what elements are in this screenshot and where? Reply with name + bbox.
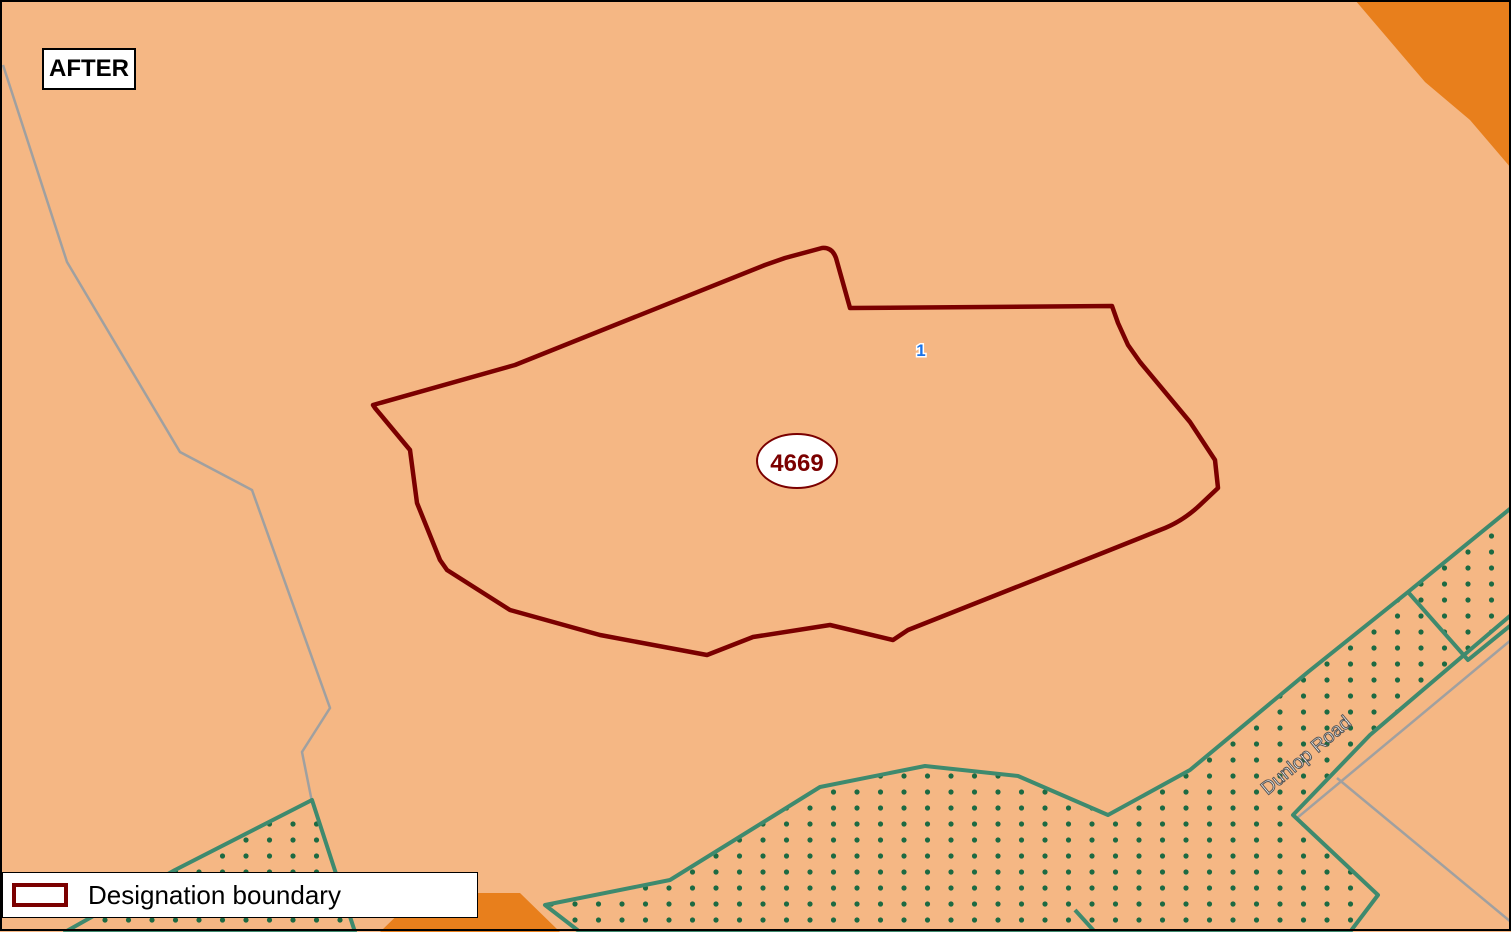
designation-boundary[interactable] (370, 245, 1221, 658)
point-marker-label[interactable]: 1 (915, 340, 927, 362)
accent-zone-top-right (1355, 0, 1511, 168)
designation-boundary-swatch (12, 883, 68, 907)
site-id-badge[interactable]: 4669 (756, 433, 838, 489)
site-id-label: 4669 (770, 450, 823, 477)
panel-label: AFTER (42, 48, 136, 90)
hatched-zone-divider-2 (1073, 908, 1097, 932)
map-legend: Designation boundary (2, 872, 478, 918)
legend-item-label: Designation boundary (88, 879, 341, 910)
hatched-zone-divider-1 (1406, 590, 1511, 662)
